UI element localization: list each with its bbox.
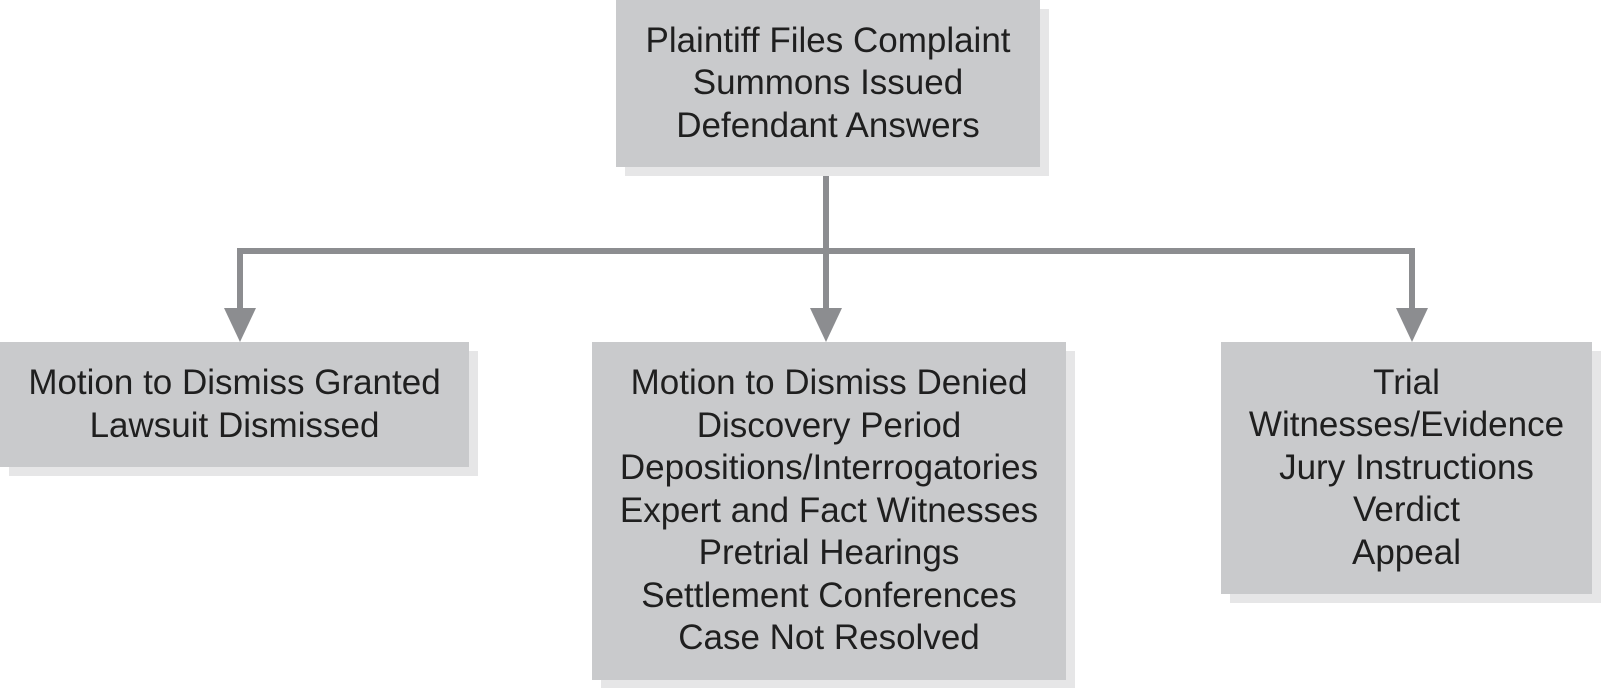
node-text-line: Motion to Dismiss Granted [28, 363, 441, 402]
node-text-line: Case Not Resolved [678, 618, 980, 658]
node-text-line: Verdict [1353, 490, 1460, 530]
node-text-line: Settlement Conferences [641, 575, 1017, 615]
node-text-line: Discovery Period [696, 405, 962, 445]
node-text-line: Witnesses/Evidence [1248, 405, 1565, 445]
node-text-line: Depositions/Interrogatories [619, 448, 1039, 488]
arrowhead-center-icon [810, 308, 842, 342]
node-text-line: Summons Issued [692, 63, 964, 103]
node-text-line: Motion to Dismiss Denied [630, 363, 1028, 403]
node-text-line: Lawsuit Dismissed [89, 405, 380, 445]
node-complaint: Plaintiff Files Complaint Summons Issued… [616, 0, 1040, 167]
node-text-line: Jury Instructions [1279, 447, 1534, 487]
arrowhead-left-icon [224, 308, 256, 342]
node-text-line: Trial [1373, 362, 1440, 402]
node-trial: Trial Witnesses/Evidence Jury Instructio… [1221, 342, 1592, 594]
node-motion-granted: Motion to Dismiss Granted Lawsuit Dismis… [0, 342, 469, 467]
node-text-line: Plaintiff Files Complaint [645, 20, 1011, 60]
node-text-line: Expert and Fact Witnesses [619, 490, 1039, 530]
node-motion-denied: Motion to Dismiss Denied Discovery Perio… [592, 342, 1066, 680]
node-text-line: Appeal [1352, 532, 1461, 572]
node-text-line: Pretrial Hearings [698, 533, 960, 573]
node-text-line: Defendant Answers [676, 105, 980, 145]
arrowhead-right-icon [1396, 308, 1428, 342]
